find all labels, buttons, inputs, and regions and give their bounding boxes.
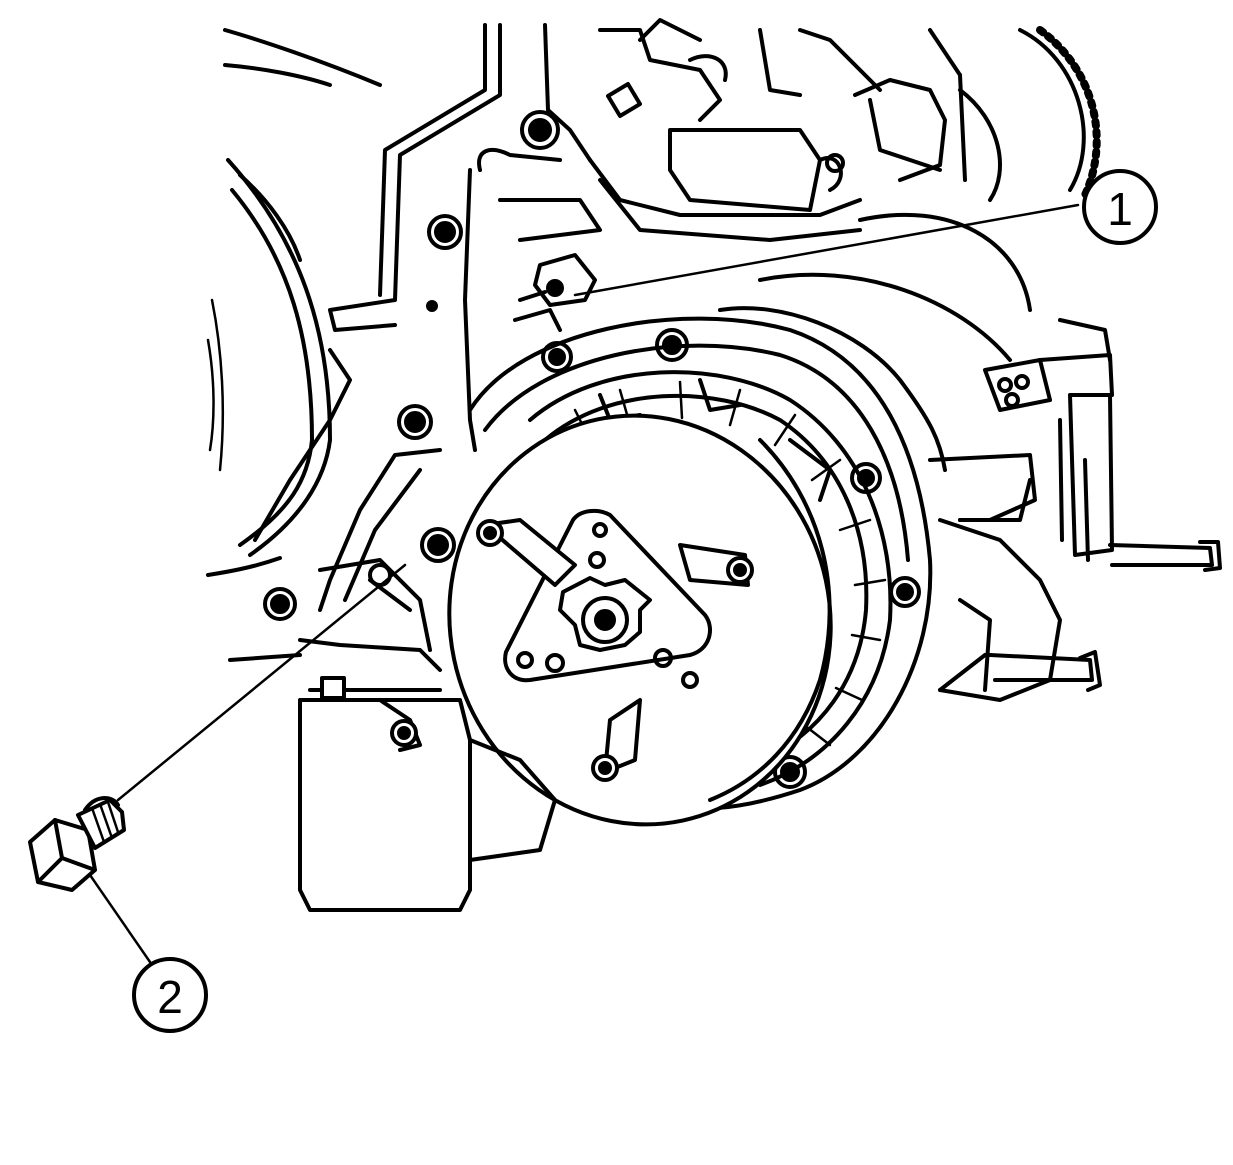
- leader-line-2-to-hole: [116, 563, 407, 802]
- leader-line-2-to-callout: [88, 873, 152, 964]
- callout-2-label: 2: [157, 971, 183, 1023]
- upper-stud: [513, 253, 597, 332]
- bracket-hole-icon: [426, 300, 438, 312]
- ring-gear: [958, 26, 1101, 202]
- clutch-coil-ring: [528, 370, 893, 787]
- callout-1: 1: [1082, 169, 1158, 245]
- compressor-housing: [468, 212, 1062, 811]
- nut-icon: [320, 676, 346, 700]
- callout-2: 2: [132, 957, 208, 1033]
- clutch-plate: [447, 413, 833, 827]
- engine-bracket: [253, 23, 592, 612]
- leader-line-1: [573, 203, 1080, 297]
- callout-1-label: 1: [1107, 183, 1133, 235]
- mounting-bolt-item-2: [28, 796, 126, 892]
- leader-lines: [88, 203, 1080, 964]
- engine-block-left-arcs: [206, 28, 382, 577]
- right-side-connector: [938, 318, 1222, 692]
- oil-pan: [228, 558, 557, 912]
- top-manifold: [477, 18, 967, 242]
- bolt-hole-icon: [368, 563, 392, 587]
